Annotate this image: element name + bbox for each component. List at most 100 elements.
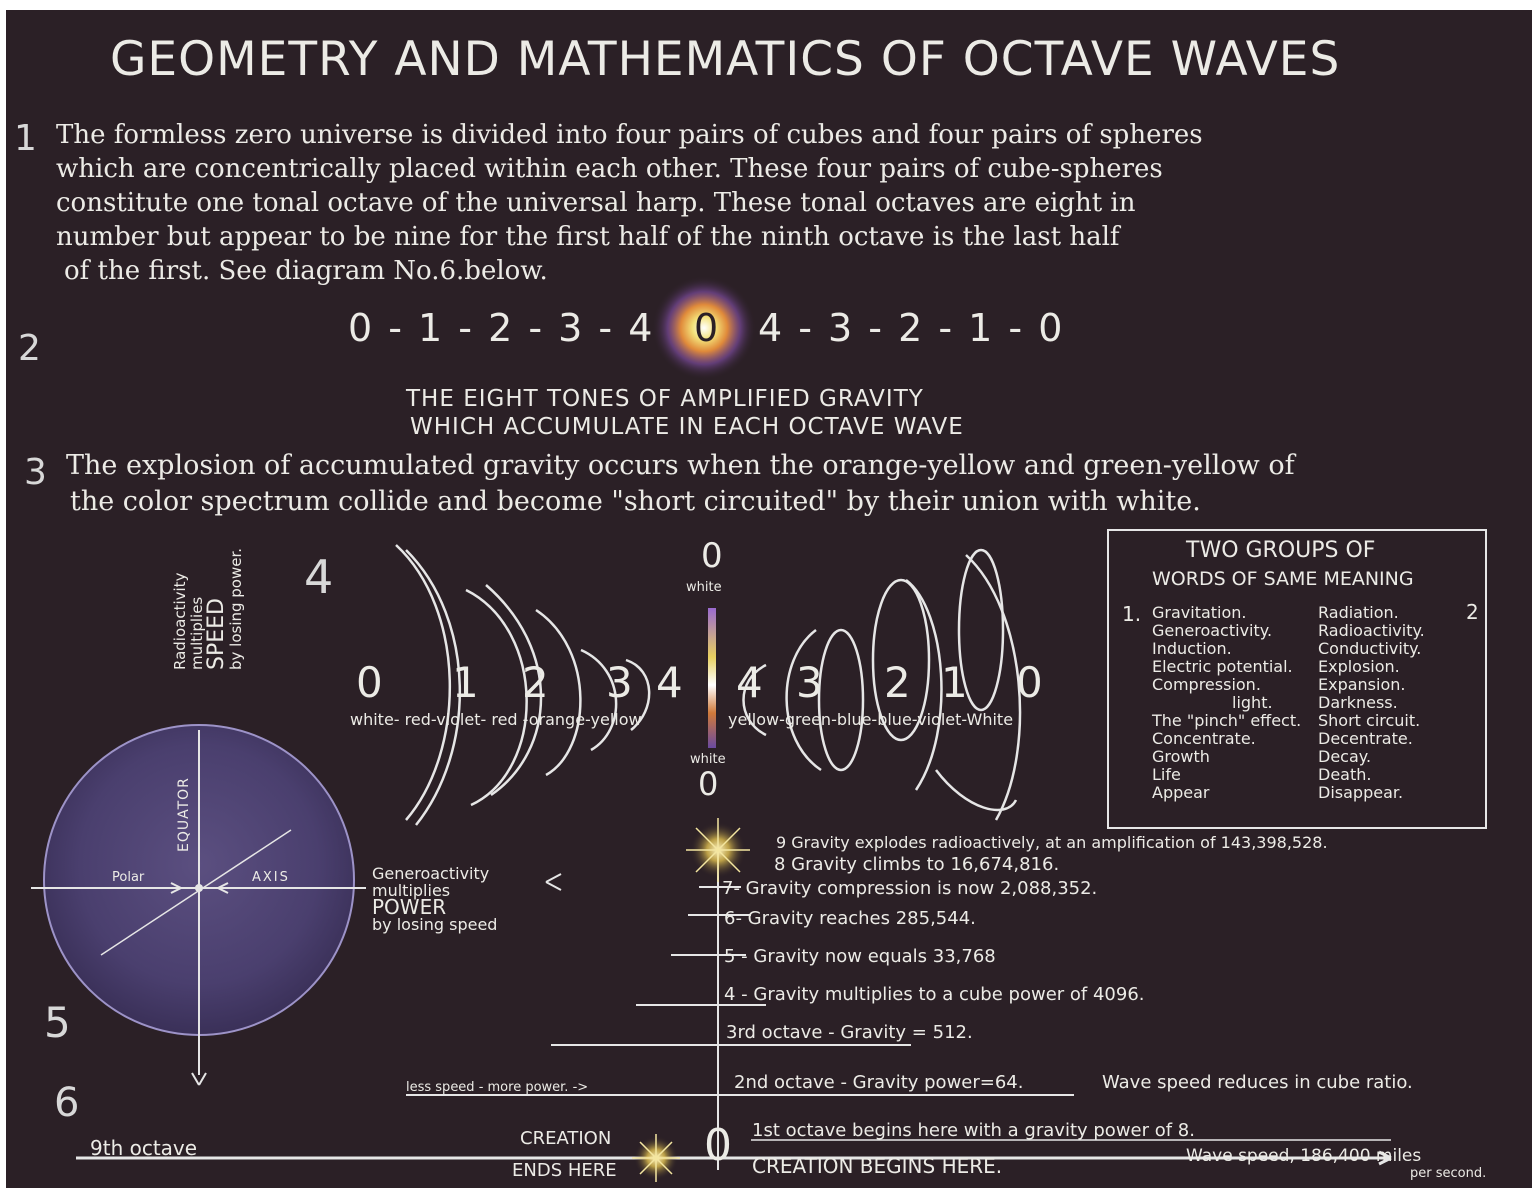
right-word: Darkness. — [1318, 693, 1398, 712]
right-word: Short circuit. — [1318, 711, 1421, 730]
less-speed-note: less speed - more power. -> — [406, 1080, 589, 1095]
creation-begins-label: CREATION BEGINS HERE. — [752, 1154, 1003, 1178]
words-box-number-2: 2 — [1466, 600, 1479, 624]
words-box-border — [1107, 529, 1487, 829]
ladder-step-9: 9 Gravity explodes radioactively, at an … — [776, 833, 1328, 852]
paragraph-1-line-3: constitute one tonal octave of the unive… — [56, 188, 1136, 218]
words-box-title-line-1: TWO GROUPS OF — [1186, 538, 1376, 563]
wave-number-0-right: 0 — [1016, 658, 1043, 707]
right-word: Radiation. — [1318, 603, 1399, 622]
generoactivity-line-1: Generoactivity — [372, 864, 490, 883]
wave-number-3-right: 3 — [796, 658, 823, 707]
paragraph-3-line-1: The explosion of accumulated gravity occ… — [66, 450, 1295, 481]
section-number-2: 2 — [18, 328, 41, 369]
right-word: Explosion. — [1318, 657, 1400, 676]
left-word: The "pinch" effect. — [1152, 711, 1302, 730]
right-word: Expansion. — [1318, 675, 1406, 694]
wave-bottom-zero: 0 — [698, 765, 719, 803]
ladder-step-3: 3rd octave - Gravity = 512. — [726, 1022, 973, 1043]
white-light-glow — [652, 276, 756, 380]
section-number-4: 4 — [304, 550, 334, 604]
right-word: Decay. — [1318, 747, 1372, 766]
tone-sequence-left: 0 - 1 - 2 - 3 - 4 — [348, 306, 655, 350]
section-number-6: 6 — [54, 1080, 80, 1126]
tone-sequence-center: 0 — [694, 306, 721, 350]
left-word: Compression. — [1152, 675, 1261, 694]
axis-label: AXIS — [252, 870, 290, 885]
ladder-step-7: 7- Gravity compression is now 2,088,352. — [722, 878, 1098, 899]
right-word: Death. — [1318, 765, 1372, 784]
ninth-octave-label: 9th octave — [90, 1136, 198, 1160]
right-word: Disappear. — [1318, 783, 1404, 802]
words-box-title-line-2: WORDS OF SAME MEANING — [1152, 568, 1414, 590]
left-word: Electric potential. — [1152, 657, 1293, 676]
wave-number-4-left: 4 — [656, 658, 683, 707]
right-word: Decentrate. — [1318, 729, 1413, 748]
left-color-labels: white- red-violet- red -orange-yellow — [350, 710, 642, 729]
paragraph-1-line-5: of the first. See diagram No.6.below. — [64, 256, 548, 286]
wave-bottom-white: white — [690, 752, 726, 767]
right-word: Radioactivity. — [1318, 621, 1425, 640]
generoactivity-note: Generoactivity multiplies POWER by losin… — [372, 865, 497, 933]
explosion-rays — [686, 818, 750, 882]
tones-caption-line-1: THE EIGHT TONES OF AMPLIFIED GRAVITY — [406, 386, 924, 412]
blackboard-diagram: GEOMETRY AND MATHEMATICS OF OCTAVE WAVES… — [6, 10, 1532, 1188]
generoactivity-line-2: multiplies — [372, 881, 451, 900]
creation-zero: 0 — [704, 1120, 732, 1171]
wave-number-4-right: 4 — [736, 658, 763, 707]
creation-label-line-1: CREATION — [520, 1128, 612, 1149]
left-word: Growth — [1152, 747, 1210, 766]
section-number-3: 3 — [24, 452, 47, 493]
radioactivity-label-line-1: Radioactivity — [171, 572, 189, 670]
radioactivity-label-line-3: SPEED — [204, 598, 229, 670]
words-box-right-column: Radiation. Radioactivity. Conductivity. … — [1318, 604, 1425, 802]
equator-label: EQUATOR — [176, 777, 192, 852]
ladder-step-2: 2nd octave - Gravity power=64. — [734, 1072, 1024, 1093]
wave-number-3-left: 3 — [606, 658, 633, 707]
left-word: Generoactivity. — [1152, 621, 1273, 640]
right-word: Conductivity. — [1318, 639, 1422, 658]
ladder-step-8: 8 Gravity climbs to 16,674,816. — [774, 854, 1060, 875]
ladder-step-4: 4 - Gravity multiplies to a cube power o… — [724, 984, 1145, 1005]
wave-number-0-left: 0 — [356, 658, 383, 707]
creation-label-line-2: ENDS HERE — [512, 1160, 617, 1181]
section-number-1: 1 — [14, 118, 37, 159]
paragraph-3-line-2: the color spectrum collide and become "s… — [70, 486, 1201, 517]
left-word: Gravitation. — [1152, 603, 1247, 622]
wave-number-2-right: 2 — [884, 658, 911, 707]
wave-arcs — [395, 544, 1022, 826]
page-title: GEOMETRY AND MATHEMATICS OF OCTAVE WAVES — [110, 32, 1341, 87]
left-word: Induction. — [1152, 639, 1232, 658]
wave-speed-note: Wave speed reduces in cube ratio. — [1102, 1072, 1413, 1093]
words-box-number-1: 1. — [1122, 602, 1142, 626]
tone-sequence-right: 4 - 3 - 2 - 1 - 0 — [758, 306, 1065, 350]
radioactivity-label-line-4: by losing power. — [227, 547, 245, 670]
wave-top-zero: 0 — [701, 536, 723, 576]
ladder-step-5: 5 - Gravity now equals 33,768 — [724, 946, 996, 967]
wave-top-white: white — [686, 580, 722, 595]
generoactivity-line-4: by losing speed — [372, 915, 498, 934]
ladder-step-6: 6- Gravity reaches 285,544. — [724, 908, 976, 929]
paragraph-1-line-1: The formless zero universe is divided in… — [56, 120, 1203, 150]
words-box-left-column: Gravitation. Generoactivity. Induction. … — [1152, 604, 1301, 802]
generoactivity-line-3: POWER — [372, 895, 447, 919]
spectrum-bar — [708, 608, 716, 748]
left-word: Appear — [1152, 783, 1210, 802]
paragraph-1-line-4: number but appear to be nine for the fir… — [56, 222, 1120, 252]
left-word: Life — [1152, 765, 1181, 784]
polar-label: Polar — [112, 870, 145, 885]
right-color-labels: yellow-green-blue-blue-violet-White — [728, 710, 1014, 729]
wave-speed-value: Wave speed, 186,400 miles — [1186, 1146, 1422, 1166]
wave-number-1-right: 1 — [941, 658, 968, 707]
ladder-step-1: 1st octave begins here with a gravity po… — [752, 1120, 1195, 1141]
section-number-5: 5 — [44, 998, 71, 1047]
left-word: light. — [1232, 693, 1273, 712]
wave-number-2-left: 2 — [522, 658, 549, 707]
left-word: Concentrate. — [1152, 729, 1256, 748]
paragraph-1-line-2: which are concentrically placed within e… — [56, 154, 1163, 184]
wave-number-1-left: 1 — [452, 658, 479, 707]
octave-ladder — [76, 850, 1392, 1170]
per-second-label: per second. — [1410, 1166, 1487, 1181]
radioactivity-label: Radioactivity multiplies SPEED by losing… — [171, 520, 245, 670]
tones-caption-line-2: WHICH ACCUMULATE IN EACH OCTAVE WAVE — [410, 414, 964, 440]
